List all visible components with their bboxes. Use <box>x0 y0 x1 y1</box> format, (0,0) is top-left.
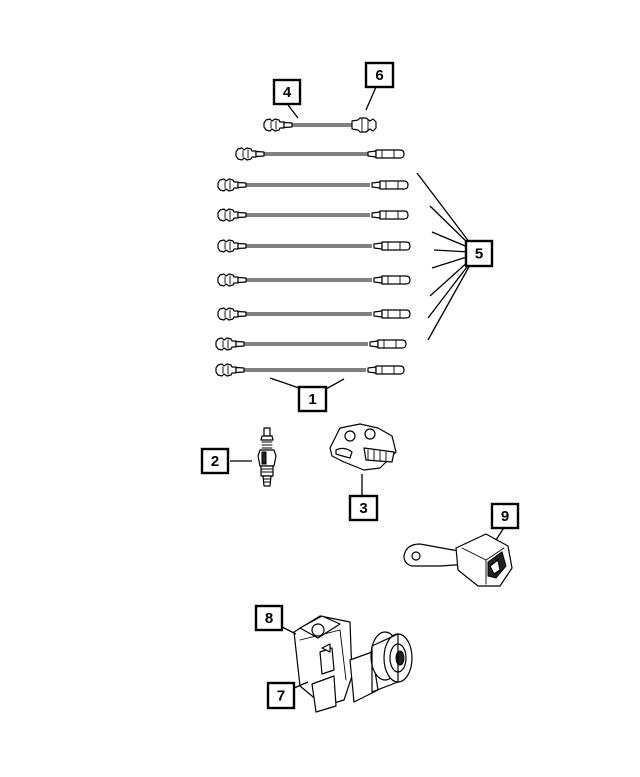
leader-line-6 <box>365 86 377 111</box>
callout-7: 7 <box>266 681 296 710</box>
ignition-wire <box>217 208 409 222</box>
callout-2-label: 2 <box>211 453 219 470</box>
callout-9: 9 <box>490 502 520 530</box>
callout-8: 8 <box>254 604 284 632</box>
wire-end-connector <box>351 117 377 133</box>
callout-4: 4 <box>272 78 302 106</box>
callout-3-label: 3 <box>359 500 367 517</box>
callout-2: 2 <box>200 447 230 475</box>
sensor <box>403 525 513 587</box>
leader-lines-1 <box>269 377 345 390</box>
callout-5: 5 <box>464 239 494 268</box>
callout-6: 6 <box>364 61 395 89</box>
callout-1-label: 1 <box>308 391 316 408</box>
ignition-wire <box>217 178 409 192</box>
callout-9-label: 9 <box>501 508 509 525</box>
ignition-wire <box>235 147 405 161</box>
callout-1: 1 <box>297 385 328 413</box>
callout-6-label: 6 <box>375 67 383 84</box>
spark-plug <box>230 427 277 487</box>
ignition-coil-assembly <box>279 615 413 713</box>
ignition-wire <box>215 337 407 351</box>
ignition-wire <box>217 239 411 253</box>
leader-lines-5 <box>416 172 471 341</box>
leader-line-4 <box>287 104 299 119</box>
callout-4-label: 4 <box>283 84 292 101</box>
callout-7-label: 7 <box>277 688 285 705</box>
ignition-wire <box>217 307 411 321</box>
ignition-wire <box>215 363 405 377</box>
callout-3: 3 <box>348 494 379 522</box>
callout-5-label: 5 <box>475 246 483 263</box>
callout-8-label: 8 <box>265 610 273 627</box>
wire-separator-clip <box>329 423 397 496</box>
ignition-wire <box>217 273 411 287</box>
ignition-wire-short <box>263 117 377 133</box>
